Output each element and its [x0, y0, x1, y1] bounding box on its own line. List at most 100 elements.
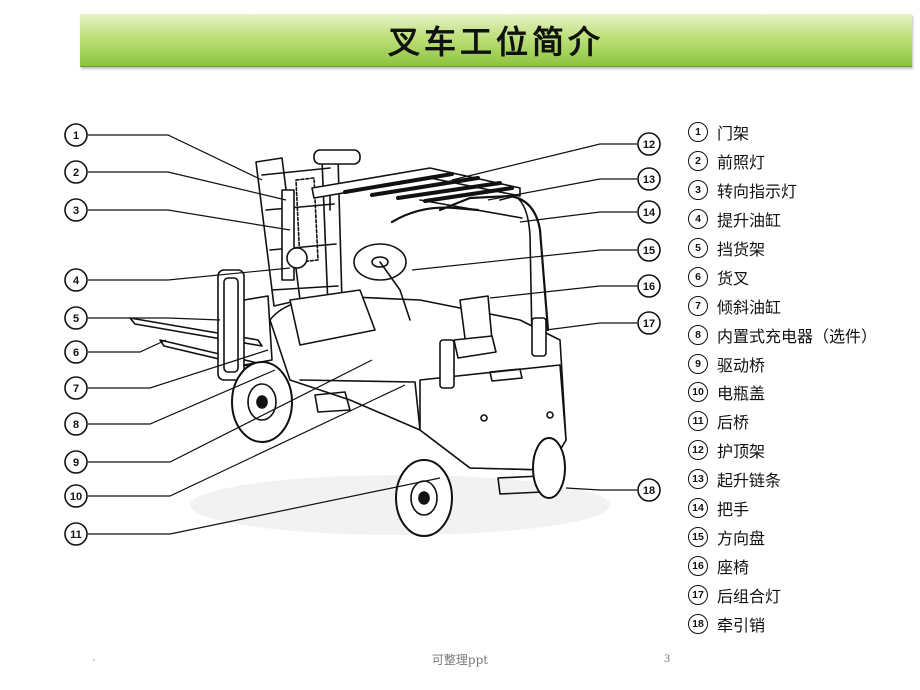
legend-label: 倾斜油缸: [717, 297, 782, 317]
parts-legend: 1 门架 2 前照灯 3 转向指示灯 4 提升油缸 5 挡货架 6 货叉 7 倾斜油缸 8 内置…: [688, 118, 918, 638]
svg-text:14: 14: [643, 207, 656, 219]
svg-text:9: 9: [73, 457, 79, 469]
legend-label: 起升链条: [717, 471, 782, 491]
callout-16: 16: [637, 274, 661, 298]
forklift-diagram: 1 2 3 4 5 6 7 8 9 10 11 12 13 14 15 16 1…: [64, 123, 661, 546]
callout-9: 9: [64, 450, 88, 474]
callout-8: 8: [64, 412, 88, 436]
legend-item: 11 后桥: [688, 407, 918, 436]
legend-item: 8 内置式充电器（选件）: [688, 320, 918, 349]
callout-14: 14: [637, 200, 661, 224]
callout-10: 10: [64, 484, 88, 508]
legend-item: 9 驱动桥: [688, 349, 918, 378]
overhead-guard-shape: [311, 167, 550, 341]
svg-text:15: 15: [643, 245, 655, 257]
legend-item: 5 挡货架: [688, 234, 918, 263]
legend-label: 方向盘: [717, 528, 766, 548]
legend-label: 座椅: [717, 557, 750, 577]
callout-18: 18: [637, 478, 661, 502]
svg-text:4: 4: [73, 275, 80, 287]
callout-markers: 1 2 3 4 5 6 7 8 9 10 11 12 13 14 15 16 1…: [64, 123, 661, 546]
legend-number: 5: [688, 238, 708, 258]
legend-item: 15 方向盘: [688, 522, 918, 551]
legend-number: 6: [688, 266, 708, 287]
legend-item: 7 倾斜油缸: [688, 291, 918, 320]
legend-number: 9: [688, 353, 708, 374]
legend-number: 10: [688, 382, 708, 403]
callout-13: 13: [637, 167, 661, 191]
front-wheel-shape: [231, 361, 293, 443]
callout-15: 15: [637, 238, 661, 262]
legend-item: 17 后组合灯: [688, 580, 918, 609]
svg-text:17: 17: [643, 318, 655, 330]
callout-17: 17: [637, 311, 661, 335]
legend-label: 后桥: [717, 413, 750, 433]
legend-label: 挡货架: [717, 240, 766, 259]
callout-6: 6: [64, 340, 88, 364]
legend-item: 12 护顶架: [688, 436, 918, 465]
legend-item: 1 门架: [688, 118, 918, 147]
legend-number: 7: [688, 295, 708, 316]
callout-11: 11: [64, 522, 88, 546]
legend-number: 14: [688, 498, 708, 519]
svg-text:12: 12: [643, 139, 655, 151]
legend-number: 17: [688, 584, 708, 605]
footer-text: 可整理ppt: [431, 653, 489, 667]
legend-label: 电瓶盖: [717, 384, 766, 404]
legend-label: 前照灯: [717, 153, 766, 173]
svg-text:7: 7: [73, 383, 79, 395]
legend-number: 11: [688, 411, 708, 432]
footer-dot: .: [92, 650, 96, 664]
callout-3: 3: [64, 198, 88, 222]
legend-label: 货叉: [717, 268, 750, 288]
svg-text:16: 16: [643, 281, 655, 293]
callout-12: 12: [637, 132, 661, 156]
legend-number: 2: [688, 151, 708, 172]
legend-label: 提升油缸: [717, 211, 782, 231]
title-banner: 叉车工位简介: [80, 14, 912, 67]
callout-4: 4: [64, 268, 88, 292]
svg-text:1: 1: [73, 130, 79, 142]
svg-text:11: 11: [70, 529, 82, 541]
svg-text:6: 6: [73, 347, 79, 359]
legend-number: 15: [688, 526, 708, 547]
load-backrest-shape: [217, 269, 273, 381]
legend-item: 13 起升链条: [688, 465, 918, 494]
page-title: 叉车工位简介: [387, 23, 604, 61]
legend-item: 6 货叉: [688, 262, 918, 291]
legend-item: 2 前照灯: [688, 147, 918, 176]
legend-number: 12: [688, 440, 708, 461]
legend-label: 后组合灯: [717, 586, 782, 606]
callout-5: 5: [64, 306, 88, 330]
legend-label: 护顶架: [717, 442, 766, 462]
legend-label: 门架: [717, 124, 750, 144]
mast-shape: [255, 149, 361, 307]
legend-label: 驱动桥: [717, 355, 766, 375]
page-number: 3: [664, 651, 670, 665]
svg-text:2: 2: [73, 167, 79, 179]
legend-item: 4 提升油缸: [688, 205, 918, 234]
legend-number: 8: [688, 324, 708, 345]
svg-text:18: 18: [643, 485, 655, 497]
svg-text:3: 3: [73, 205, 79, 217]
callout-leader-lines: [88, 134, 637, 535]
callout-1: 1: [64, 123, 88, 147]
callout-2: 2: [64, 160, 88, 184]
svg-text:13: 13: [643, 174, 655, 186]
legend-number: 13: [688, 469, 708, 490]
callout-7: 7: [64, 376, 88, 400]
truck-body-shape: [269, 243, 567, 495]
legend-number: 4: [688, 209, 708, 230]
svg-text:8: 8: [73, 419, 79, 431]
forklift-illustration: [129, 149, 610, 537]
legend-number: 3: [688, 180, 708, 201]
legend-item: 3 转向指示灯: [688, 176, 918, 205]
legend-number: 1: [688, 122, 708, 143]
legend-label: 内置式充电器（选件）: [717, 326, 878, 346]
legend-label: 牵引销: [717, 615, 766, 635]
svg-text:10: 10: [70, 491, 82, 503]
legend-label: 转向指示灯: [717, 182, 798, 202]
